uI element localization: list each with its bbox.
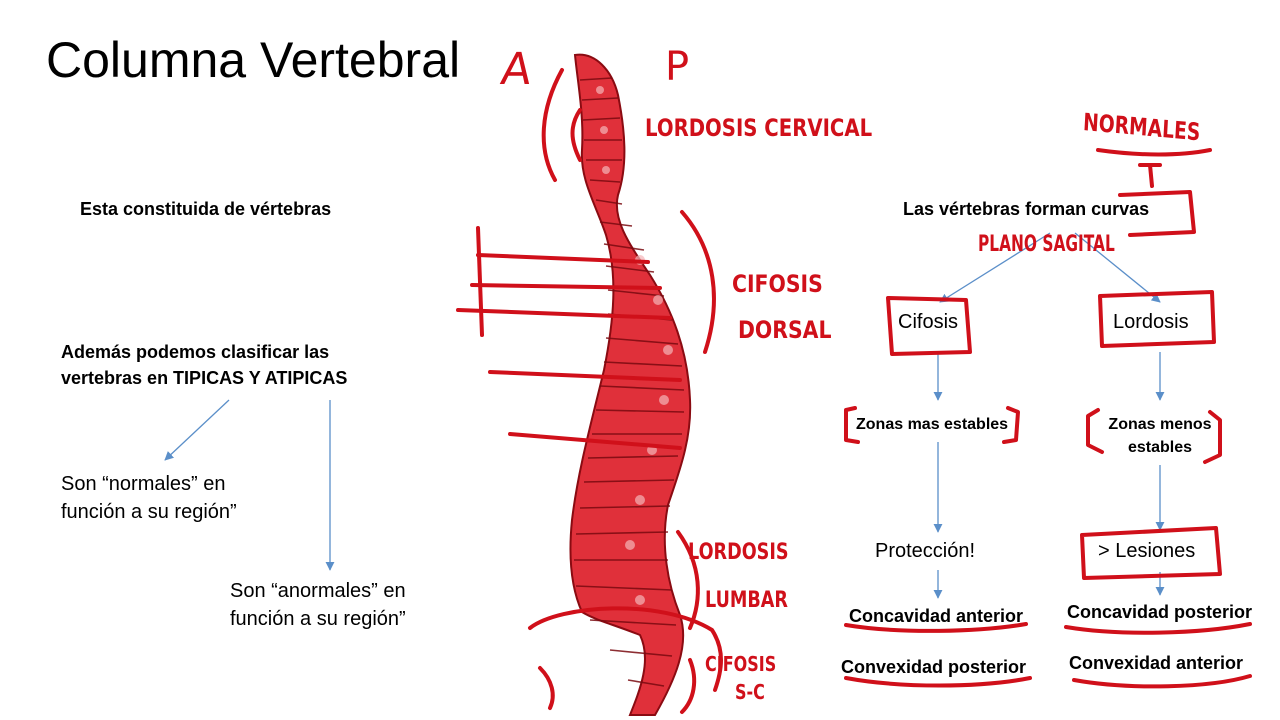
curves-heading: Las vértebras forman curvas	[903, 199, 1150, 219]
cifosis-zone: Zonas mas estables	[856, 416, 1009, 433]
lordosis-result: > Lesiones	[1098, 540, 1196, 562]
abnormal-line-2: función a su región”	[230, 608, 406, 630]
slide-title: Columna Vertebral	[46, 32, 461, 88]
sacral-kyphosis-note-2: S-C	[735, 680, 765, 704]
lordosis-zone-line-1: Zonas menos	[1108, 416, 1212, 433]
lordosis-convexity: Convexidad anterior	[1069, 653, 1244, 673]
dorsal-kyphosis-note-1: CIFOSIS	[732, 270, 823, 298]
classify-line-1: Además podemos clasificar las	[61, 342, 330, 362]
arrow-group	[164, 232, 1165, 599]
plano-sagital-note: PLANO SAGITAL	[978, 232, 1115, 257]
cifosis-label: Cifosis	[898, 311, 959, 333]
normal-vertebrae-text: Son “normales” en función a su región”	[61, 470, 237, 526]
dorsal-kyphosis-note-2: DORSAL	[738, 316, 832, 344]
abnormal-line-1: Son “anormales” en	[230, 580, 406, 602]
lordosis-concavity: Concavidad posterior	[1067, 602, 1253, 622]
sacral-kyphosis-note-1: CIFOSIS	[705, 652, 777, 676]
cifosis-concavity: Concavidad anterior	[849, 606, 1024, 626]
spine-illustration	[569, 53, 692, 716]
lordosis-zone-line-2: estables	[1127, 439, 1193, 456]
ink-annotations	[456, 68, 1252, 714]
lordosis-label: Lordosis	[1113, 311, 1189, 333]
normal-line-2: función a su región”	[61, 501, 237, 523]
lumbar-lordosis-note-2: LUMBAR	[705, 588, 788, 613]
cifosis-result: Protección!	[875, 540, 976, 562]
cifosis-convexity: Convexidad posterior	[841, 657, 1027, 677]
lumbar-lordosis-note-1: LORDOSIS	[688, 540, 789, 565]
lordosis-zone: Zonas menos estables	[1100, 413, 1220, 459]
classify-text: Además podemos clasificar las vertebras …	[61, 339, 347, 391]
cervical-lordosis-note: LORDOSIS CERVICAL	[645, 114, 873, 142]
intro-text: Esta constituida de vértebras	[80, 199, 332, 219]
abnormal-vertebrae-text: Son “anormales” en función a su región”	[230, 577, 406, 633]
posterior-label: P	[665, 44, 690, 90]
classify-line-2: vertebras en TIPICAS Y ATIPICAS	[61, 368, 348, 388]
normal-line-1: Son “normales” en	[61, 473, 226, 495]
